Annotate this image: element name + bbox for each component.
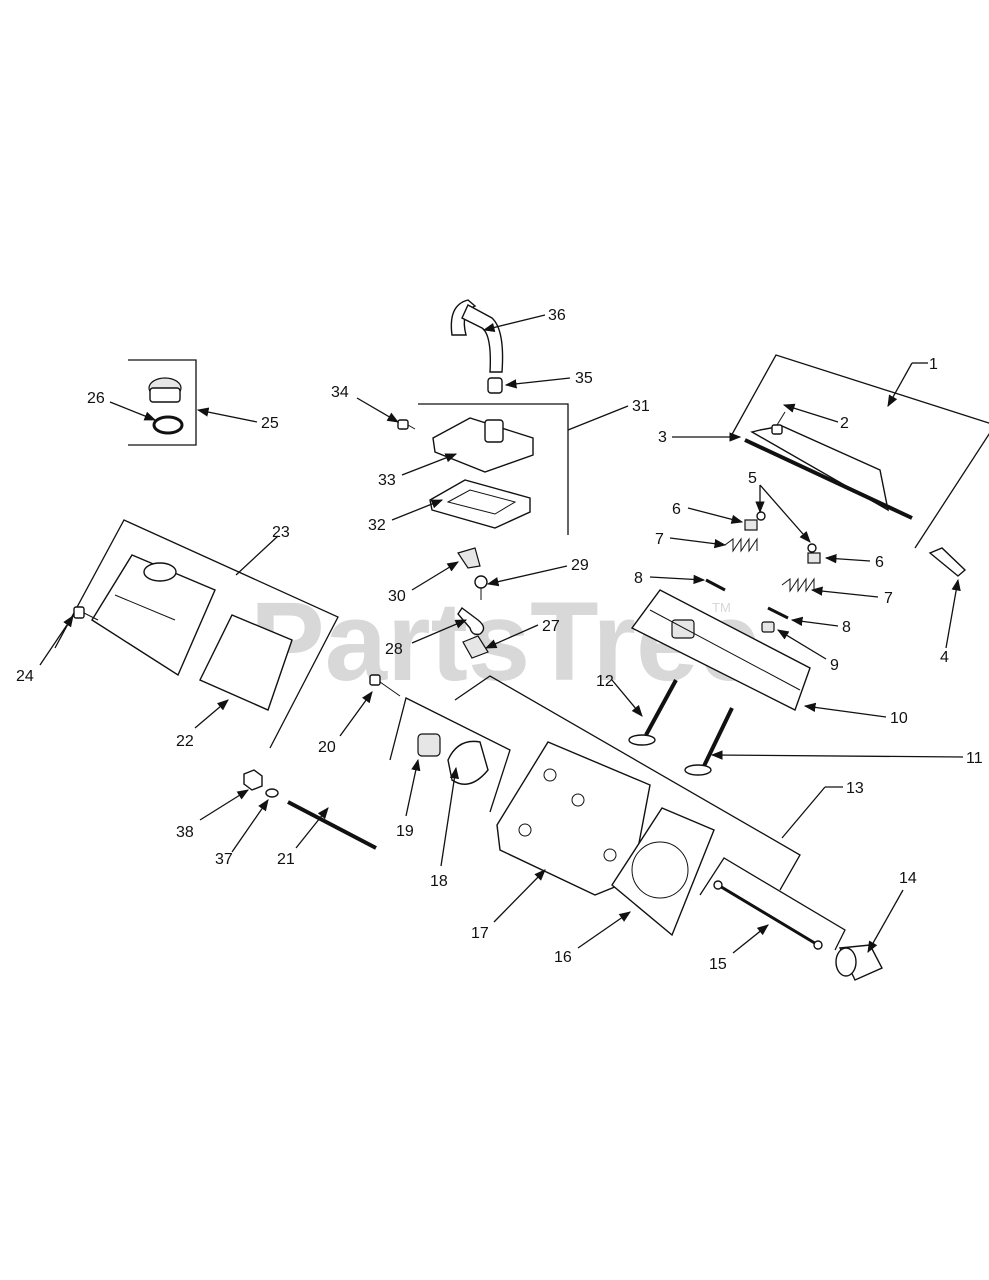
part-bolt-20 — [369, 674, 401, 697]
callout-30: 30 — [388, 588, 406, 605]
callout-9: 9 — [830, 657, 839, 674]
part-rocker-assembly — [630, 589, 811, 711]
part-breather-tube — [450, 299, 504, 373]
part-19 — [417, 733, 441, 757]
part-reed — [457, 547, 481, 569]
callout-4: 4 — [940, 649, 949, 666]
callout-6a: 6 — [672, 501, 681, 518]
group-bracket-18-19 — [389, 697, 511, 813]
callout-5: 5 — [748, 470, 757, 487]
part-rocker-cover — [744, 425, 913, 520]
callout-34: 34 — [331, 384, 349, 401]
callout-38: 38 — [176, 824, 194, 841]
part-keepers — [744, 511, 821, 564]
callout-20: 20 — [318, 739, 336, 756]
callout-14: 14 — [899, 870, 917, 887]
callout-7a: 7 — [655, 531, 664, 548]
part-screw-24 — [73, 606, 99, 621]
part-breather-valve — [474, 575, 488, 600]
callout-18: 18 — [430, 873, 448, 890]
part-breather-gasket — [429, 479, 531, 529]
part-grommet — [487, 377, 503, 394]
part-tappet — [835, 944, 883, 981]
callout-21: 21 — [277, 851, 295, 868]
part-head-gasket — [611, 807, 715, 937]
callout-32: 32 — [368, 517, 386, 534]
part-retainer-28 — [457, 606, 485, 636]
callout-11: 11 — [966, 750, 983, 767]
callout-16: 16 — [554, 949, 572, 966]
callout-3: 3 — [658, 429, 667, 446]
callout-26: 26 — [87, 390, 105, 407]
callout-27: 27 — [542, 618, 560, 635]
part-valve-12 — [628, 679, 678, 746]
callout-7b: 7 — [884, 590, 893, 607]
callout-8b: 8 — [842, 619, 851, 636]
part-valve-cover — [91, 554, 216, 677]
callout-36: 36 — [548, 307, 566, 324]
part-screw-34 — [397, 419, 416, 430]
callout-12: 12 — [596, 673, 614, 690]
callout-33: 33 — [378, 472, 396, 489]
callout-15: 15 — [709, 956, 727, 973]
part-seal-8a — [705, 578, 726, 592]
callout-23: 23 — [272, 524, 290, 541]
callout-24: 24 — [16, 668, 34, 685]
callout-19: 19 — [396, 823, 414, 840]
group-bracket-15 — [699, 857, 846, 951]
callout-22: 22 — [176, 733, 194, 750]
part-stud — [287, 800, 377, 850]
callout-17: 17 — [471, 925, 489, 942]
watermark-trademark: TM — [712, 600, 731, 615]
part-oil-fill-cap — [148, 377, 184, 435]
callout-35: 35 — [575, 370, 593, 387]
leader-lines — [39, 314, 964, 954]
group-bracket-1 — [729, 354, 989, 549]
part-nut — [243, 769, 263, 791]
part-washer — [265, 788, 279, 798]
part-push-rod — [713, 880, 823, 950]
callout-1: 1 — [929, 356, 938, 373]
part-seal-8b — [767, 606, 789, 620]
part-guide-9 — [761, 621, 775, 633]
callout-13: 13 — [846, 780, 864, 797]
part-bracket-4 — [928, 547, 967, 577]
callout-2: 2 — [840, 415, 849, 432]
callout-6b: 6 — [875, 554, 884, 571]
part-valve-cover-gasket — [199, 614, 293, 711]
group-bracket-31 — [418, 403, 569, 535]
part-plate-27 — [462, 635, 489, 659]
group-bracket-13 — [454, 675, 801, 891]
part-valve-11 — [684, 707, 734, 776]
callout-10: 10 — [890, 710, 908, 727]
group-bracket-25 — [128, 359, 197, 446]
callout-37: 37 — [215, 851, 233, 868]
part-breather-cover — [432, 417, 534, 473]
part-springs — [724, 537, 815, 593]
callout-29: 29 — [571, 557, 589, 574]
callout-8a: 8 — [634, 570, 643, 587]
callout-31: 31 — [632, 398, 650, 415]
part-screw-2 — [771, 411, 786, 435]
callout-labels: 1 2 3 4 5 6 6 7 7 8 8 9 10 11 12 13 14 1… — [16, 307, 983, 973]
group-bracket-23 — [54, 519, 339, 749]
callout-25: 25 — [261, 415, 279, 432]
callout-28: 28 — [385, 641, 403, 658]
